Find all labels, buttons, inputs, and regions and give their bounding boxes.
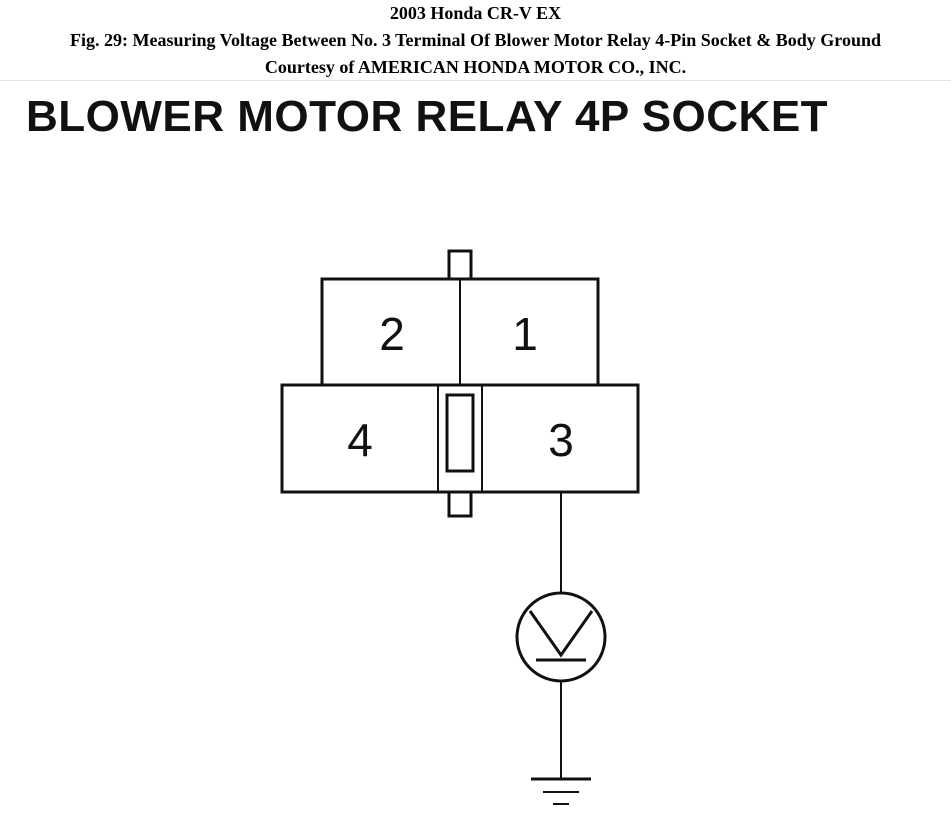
terminal-2-label: 2 xyxy=(379,308,405,360)
vehicle-title: 2003 Honda CR-V EX xyxy=(389,3,562,23)
terminal-3-label: 3 xyxy=(548,414,574,466)
top-latch-tab xyxy=(447,249,473,282)
ground-symbol-icon xyxy=(531,777,591,805)
courtesy-line: Courtesy of AMERICAN HONDA MOTOR CO., IN… xyxy=(264,57,687,77)
terminal-1-label: 1 xyxy=(512,308,538,360)
bottom-latch-tab xyxy=(447,490,473,518)
diagram-title: BLOWER MOTOR RELAY 4P SOCKET xyxy=(26,92,829,141)
terminal-4-label: 4 xyxy=(347,414,373,466)
figure-header: 2003 Honda CR-V EX Fig. 29: Measuring Vo… xyxy=(0,0,951,81)
voltmeter-icon xyxy=(515,591,607,683)
lower-terminal-block xyxy=(280,383,640,494)
figure-caption: Fig. 29: Measuring Voltage Between No. 3… xyxy=(70,30,881,50)
center-key-slot xyxy=(445,393,475,473)
